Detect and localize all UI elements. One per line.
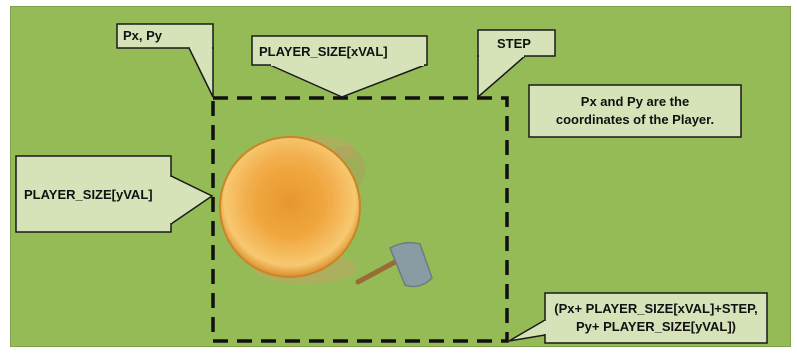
player-bounding-box <box>211 96 509 343</box>
callout-corner: (Px+ PLAYER_SIZE[xVAL]+STEP, Py+ PLAYER_… <box>508 292 768 344</box>
callout-px-py-label: Px, Py <box>123 28 163 43</box>
callout-step-label: STEP <box>497 36 531 51</box>
callout-step: STEP <box>477 29 556 99</box>
callout-corner-line-2: Py+ PLAYER_SIZE[yVAL]) <box>576 319 736 334</box>
player-sprite <box>219 135 433 288</box>
callout-corner-line-1: (Px+ PLAYER_SIZE[xVAL]+STEP, <box>554 301 758 316</box>
note-line-1: Px and Py are the <box>581 94 689 109</box>
player-head <box>252 165 328 241</box>
callout-player-size-xval-label: PLAYER_SIZE[xVAL] <box>259 44 388 59</box>
callout-px-py: Px, Py <box>116 23 214 98</box>
note-line-2: coordinates of the Player. <box>556 112 714 127</box>
callout-player-size-yval-label: PLAYER_SIZE[yVAL] <box>24 187 153 202</box>
note-box: Px and Py are the coordinates of the Pla… <box>528 84 742 138</box>
callout-player-size-xval: PLAYER_SIZE[xVAL] <box>251 35 428 98</box>
shovel-icon <box>355 241 433 288</box>
callout-player-size-yval: PLAYER_SIZE[yVAL] <box>15 155 214 233</box>
